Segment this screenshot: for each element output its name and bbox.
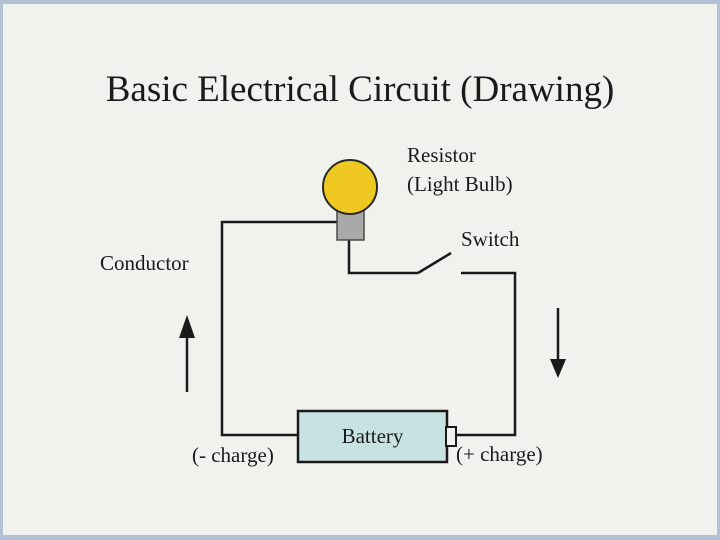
wire-right-loop [455, 271, 517, 437]
light-bulb-icon [322, 159, 378, 215]
battery-box [296, 409, 449, 464]
wire-left-loop [220, 220, 337, 437]
current-down-arrow-icon [550, 308, 566, 378]
negative-charge-label: (- charge) [192, 443, 274, 467]
battery-positive-terminal [445, 426, 457, 447]
resistor-label-line1: Resistor [407, 143, 476, 167]
current-up-arrow-icon [179, 315, 195, 392]
switch-blade [417, 251, 452, 275]
resistor-label-line2: (Light Bulb) [407, 172, 513, 196]
bulb-base-socket [336, 210, 365, 241]
positive-charge-label: (+ charge) [456, 442, 543, 466]
slide-title: Basic Electrical Circuit (Drawing) [105, 69, 615, 110]
resistor-label: Resistor (Light Bulb) [407, 141, 513, 199]
battery-label: Battery [341, 424, 404, 448]
switch-label: Switch [461, 227, 520, 251]
wire-bulb-to-switch [347, 240, 418, 275]
conductor-label: Conductor [100, 251, 189, 275]
